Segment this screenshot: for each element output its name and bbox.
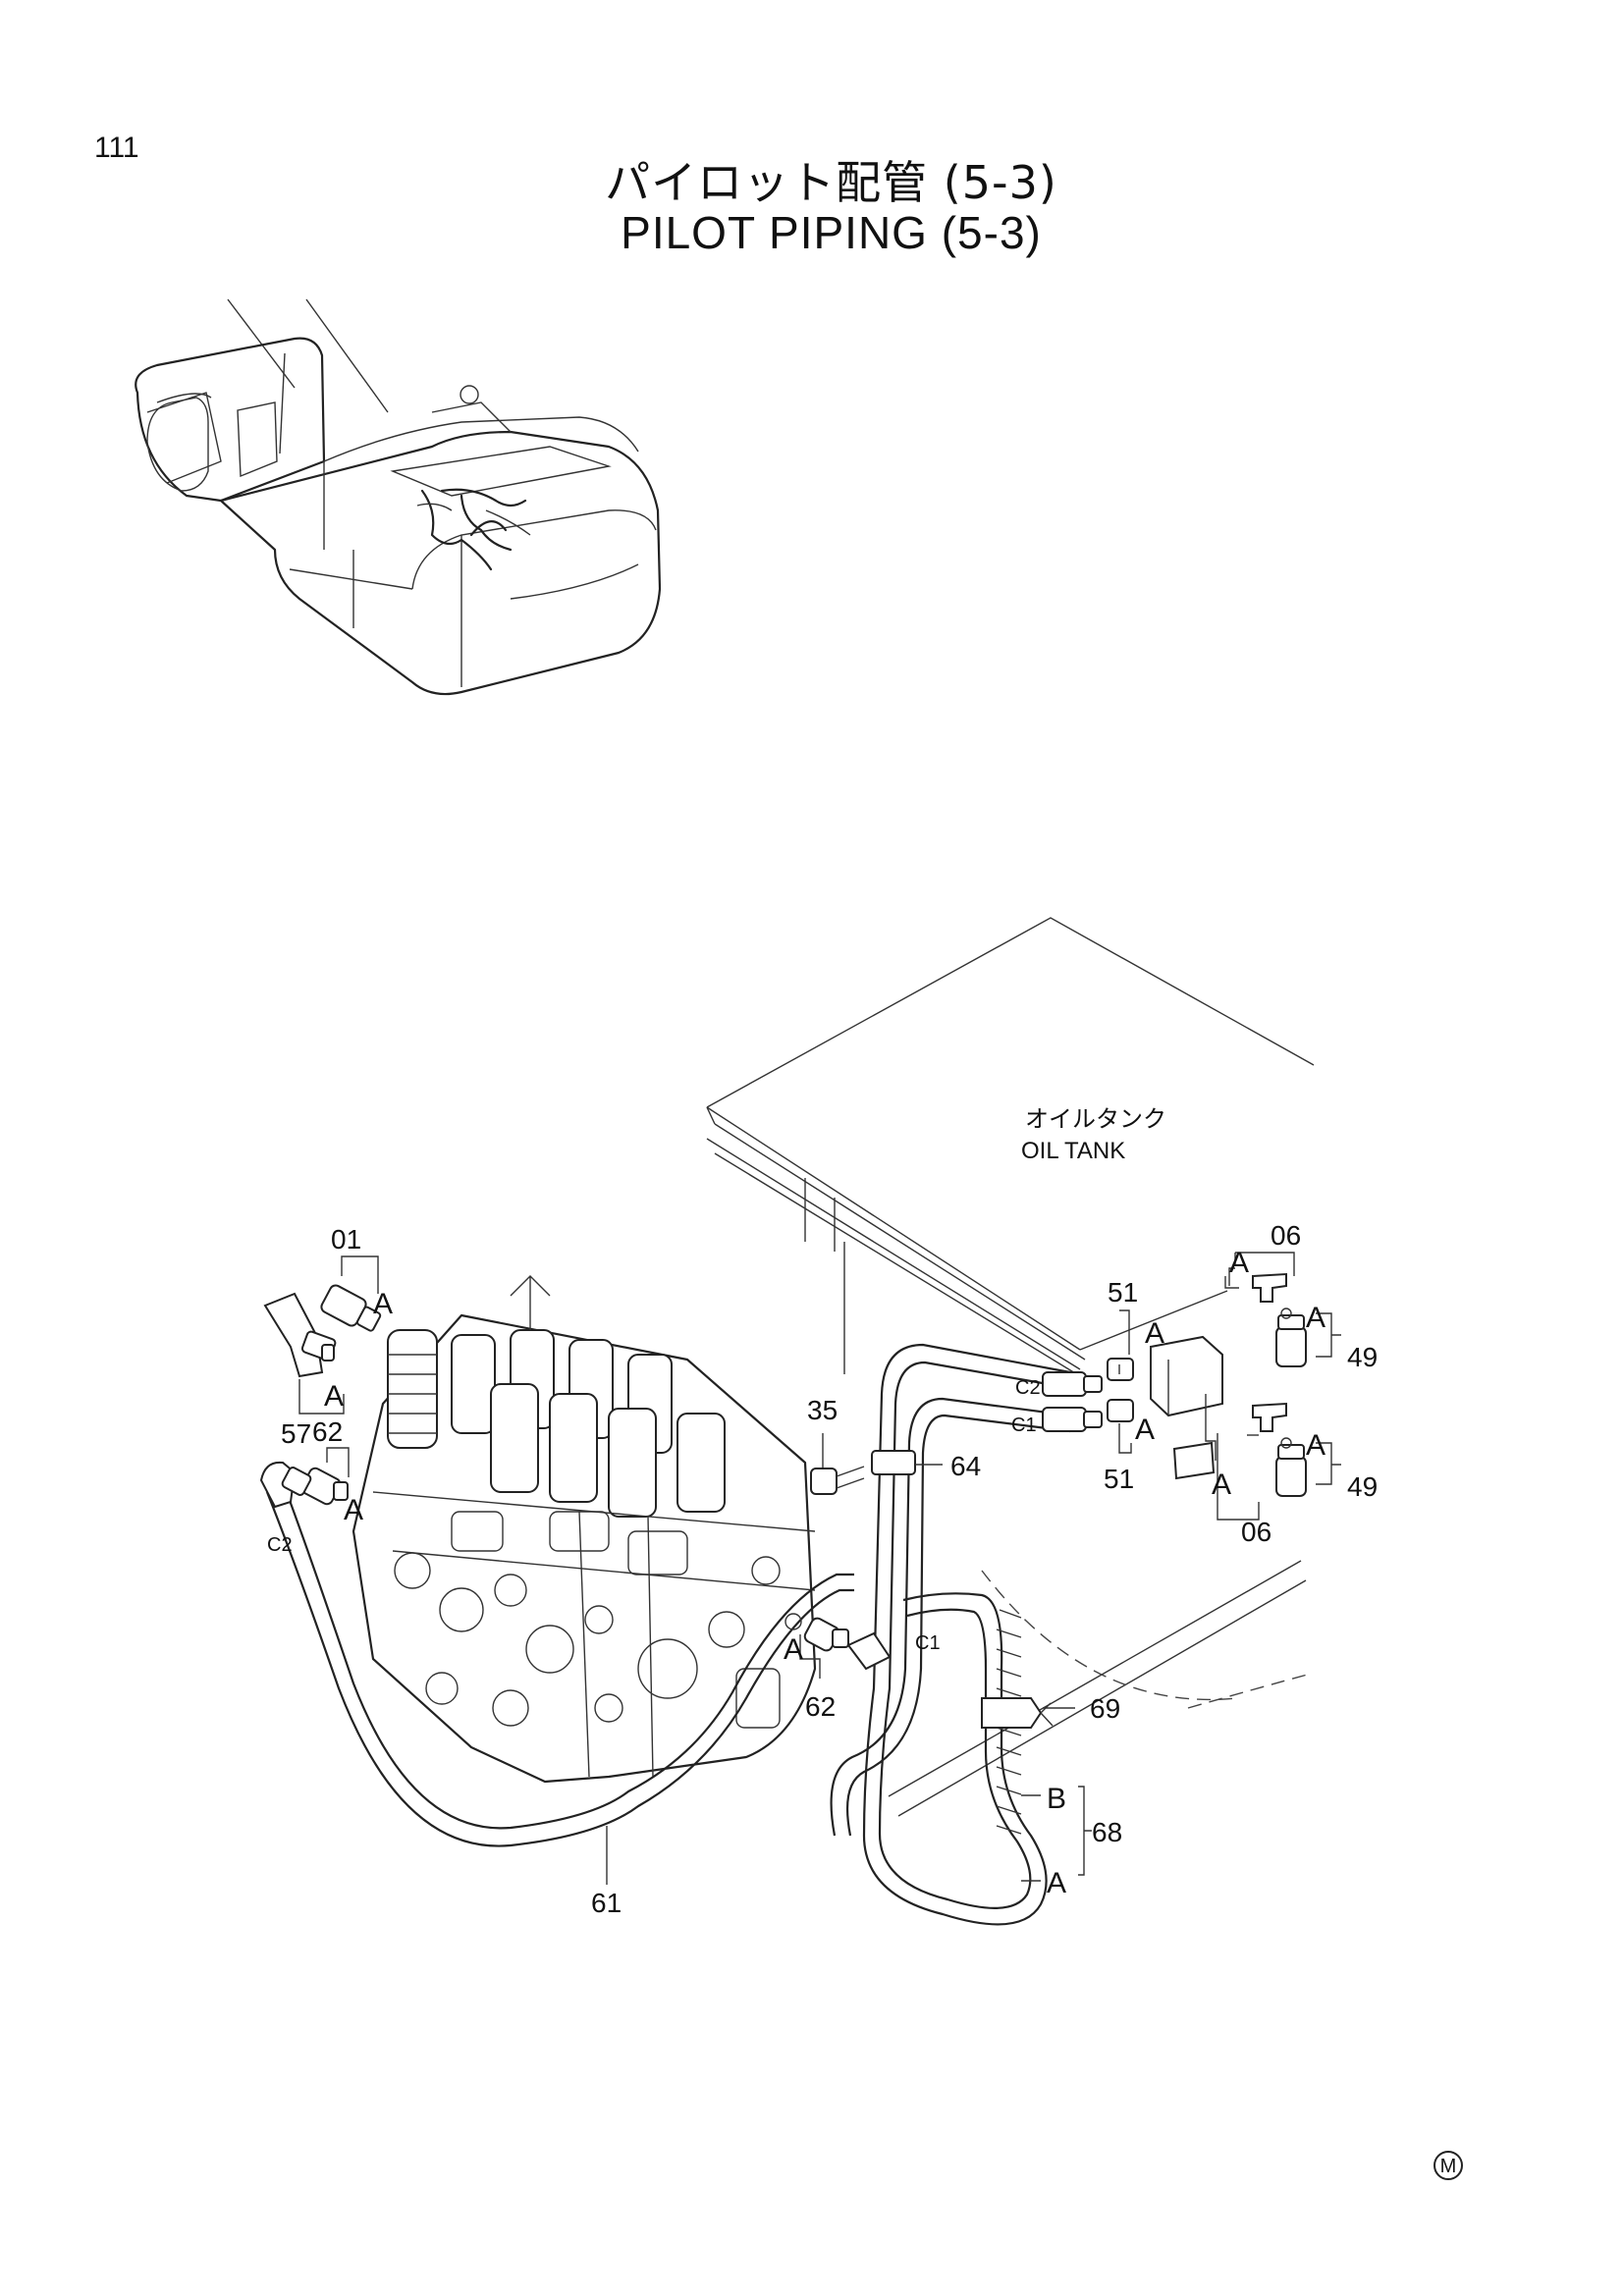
oil-tank-outline: オイルタンク OIL TANK bbox=[706, 917, 1315, 1817]
page-number: 111 bbox=[94, 132, 139, 164]
callout-06-bottom: 06 bbox=[1241, 1517, 1271, 1547]
letter-a-06-top: A bbox=[1229, 1247, 1249, 1279]
letter-a-57: A bbox=[324, 1380, 344, 1413]
letter-a-51-bottom: A bbox=[1135, 1414, 1155, 1446]
control-valve-block bbox=[352, 1275, 817, 1784]
callout-51-bottom: 51 bbox=[1104, 1464, 1134, 1494]
left-fittings bbox=[259, 1284, 892, 1671]
page-title-japanese: パイロット配管 (5-3) bbox=[605, 156, 1057, 209]
callout-57: 57 bbox=[281, 1418, 311, 1449]
callout-51-top: 51 bbox=[1108, 1277, 1138, 1308]
port-label-c2-tank: C2 bbox=[1015, 1377, 1041, 1399]
callout-69: 69 bbox=[1090, 1693, 1120, 1724]
port-label-c1-tank: C1 bbox=[1011, 1415, 1037, 1436]
oil-tank-label-english: OIL TANK bbox=[1021, 1138, 1125, 1164]
page-title-english: PILOT PIPING (5-3) bbox=[621, 207, 1042, 258]
callout-06-top: 06 bbox=[1271, 1220, 1301, 1251]
footer-mark-letter: M bbox=[1440, 2156, 1457, 2177]
excavator-overview-illustration bbox=[135, 298, 662, 696]
letter-a-51-top: A bbox=[1145, 1317, 1164, 1350]
callout-61: 61 bbox=[591, 1888, 622, 1918]
clamp-69 bbox=[981, 1697, 1043, 1729]
letter-a-01: A bbox=[373, 1288, 393, 1320]
hoses bbox=[265, 1343, 1071, 1926]
port-label-c1-valve: C1 bbox=[915, 1632, 941, 1654]
letter-b-68: B bbox=[1047, 1783, 1066, 1815]
callout-62-right: 62 bbox=[805, 1691, 836, 1722]
callout-62-left: 62 bbox=[312, 1416, 343, 1447]
oil-tank-label-japanese: オイルタンク bbox=[1025, 1106, 1166, 1133]
callout-68: 68 bbox=[1092, 1817, 1122, 1847]
leader-lines bbox=[298, 1252, 1341, 1885]
callout-35: 35 bbox=[807, 1395, 838, 1425]
letter-a-62-right: A bbox=[784, 1633, 803, 1666]
callout-49-bottom: 49 bbox=[1347, 1471, 1378, 1502]
footer-m-mark: M bbox=[1434, 2151, 1463, 2180]
port-label-c2-left: C2 bbox=[267, 1534, 293, 1556]
right-fittings bbox=[1042, 1272, 1307, 1497]
letter-a-68: A bbox=[1047, 1867, 1066, 1899]
callout-01: 01 bbox=[331, 1224, 361, 1255]
callout-49-top: 49 bbox=[1347, 1342, 1378, 1372]
letter-a-49-bottom: A bbox=[1306, 1429, 1325, 1462]
hose-clamp bbox=[871, 1450, 916, 1475]
letter-a-62-left: A bbox=[344, 1494, 363, 1526]
letter-a-49-top: A bbox=[1306, 1302, 1325, 1334]
callout-64: 64 bbox=[950, 1451, 981, 1481]
letter-a-06-bottom: A bbox=[1212, 1468, 1231, 1501]
